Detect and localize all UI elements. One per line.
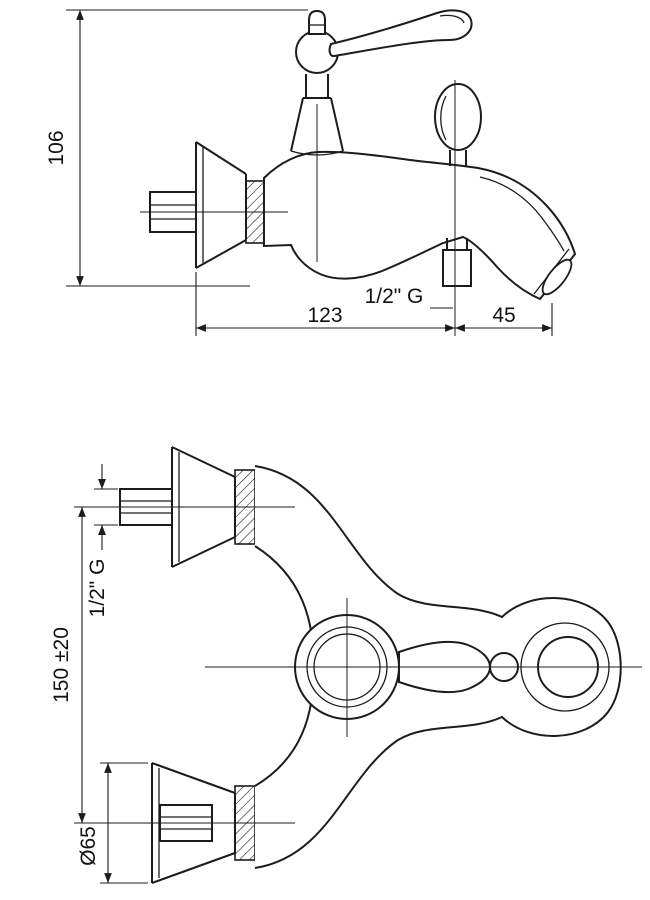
handle-lever-side[interactable] [290,9,473,156]
dimensions-front: 150 ±20 1/2" G Ø65 [50,464,148,884]
body-outline [263,150,577,301]
lever-arm[interactable] [328,9,473,58]
dim-106-label: 106 [45,130,68,165]
diverter-knob[interactable] [434,83,482,166]
dim-123-label: 123 [307,304,342,327]
side-view: 106 123 45 1/2" G [45,9,577,336]
dim-45-label: 45 [492,304,515,327]
spout-outlet [541,258,573,296]
centerlines-front [74,506,642,824]
centerlines-side [140,80,456,336]
dimensions-side: 106 123 45 1/2" G [45,9,553,336]
wall-flange-side [149,141,265,269]
handle-finial [308,9,326,35]
spout-contour [479,176,565,252]
dim-150-label: 150 ±20 [50,627,73,703]
flange-diameter-label: Ø65 [77,826,100,866]
hose-nipple [442,238,472,287]
thread-size-label-front: 1/2" G [86,559,109,618]
thread-size-label-side: 1/2" G [365,285,424,308]
front-view: 150 ±20 1/2" G Ø65 [50,446,642,884]
faucet-body-side [263,83,577,301]
